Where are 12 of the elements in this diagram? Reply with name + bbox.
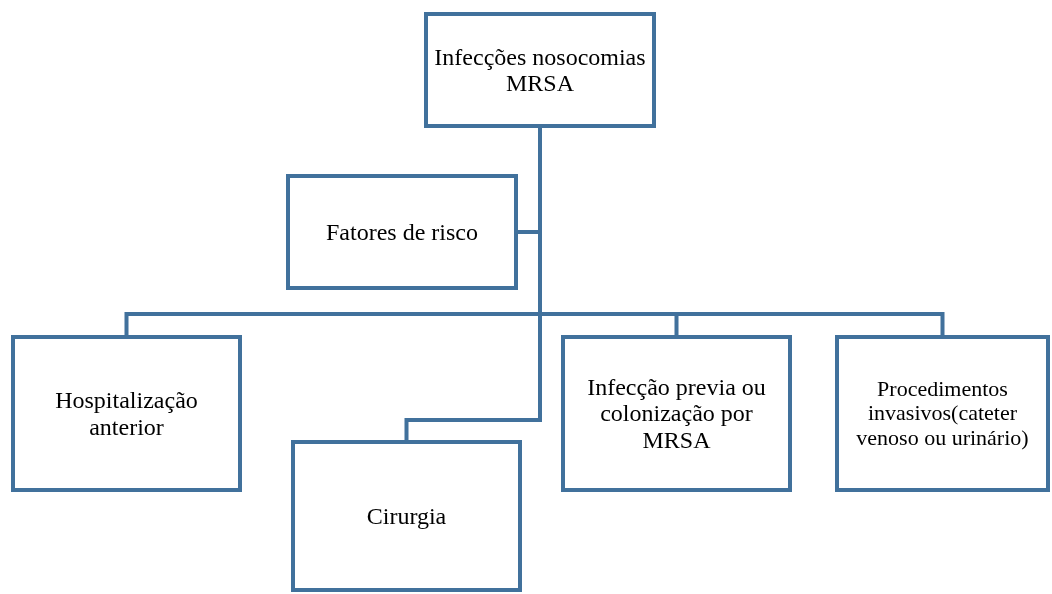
- box-label: Infecção previa ou colonização por MRSA: [586, 373, 767, 454]
- process-box: [286, 174, 518, 290]
- process-box: [424, 12, 656, 128]
- box-label: Cirurgia: [366, 502, 447, 530]
- process-box: [561, 335, 792, 492]
- box-label: Infecções nosocomias MRSA: [434, 43, 646, 97]
- process-box: [11, 335, 242, 492]
- process-box: [291, 440, 522, 592]
- box-label: Fatores de risco: [326, 218, 478, 246]
- box-label: Hospitalização anterior: [54, 387, 199, 440]
- process-box: [835, 335, 1050, 492]
- box-label: Procedimentos invasivos(cateter venoso ou urinário): [855, 377, 1030, 450]
